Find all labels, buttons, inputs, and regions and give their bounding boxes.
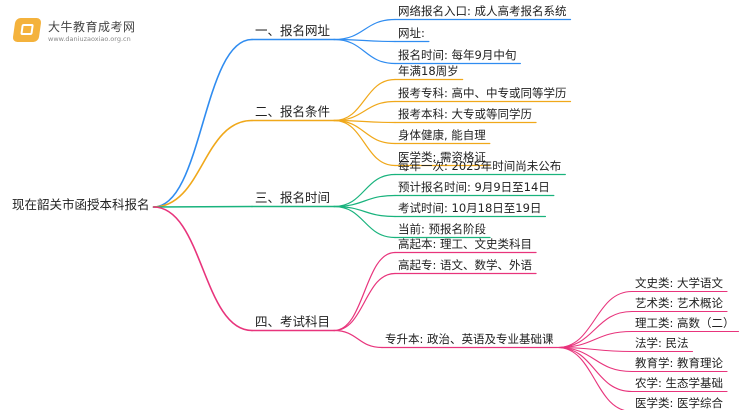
logo-title: 大牛教育成考网 xyxy=(48,20,136,34)
branch-registration-website: 一、报名网址 xyxy=(255,23,331,38)
root-to-branch-link xyxy=(152,205,253,208)
leaf-associate-to-bachelor: 专升本: 政治、英语及专业基础课 xyxy=(385,332,554,346)
leaf-once-a-year: 每年一次: 2025年时间尚未公布 xyxy=(398,159,562,173)
leaf-to-subleaf-link xyxy=(556,346,633,373)
leaf-age-requirement: 年满18周岁 xyxy=(398,64,459,78)
site-logo: 大牛教育成考网 www.daniuzaoxiao.org.cn xyxy=(12,14,164,48)
subleaf-law: 法学: 民法 xyxy=(635,336,689,350)
branch-registration-conditions: 二、报名条件 xyxy=(255,104,331,119)
leaf-to-subleaf-link xyxy=(556,290,633,349)
leaf-undergraduate: 报考本科: 大专或等同学历 xyxy=(398,107,533,121)
leaf-registration-time: 报名时间: 每年9月中旬 xyxy=(398,48,517,62)
branch-to-leaf-link xyxy=(333,329,383,349)
leaf-online-entry: 网络报名入口: 成人高考报名系统 xyxy=(398,4,567,18)
subleaf-liberal-arts: 文史类: 大学语文 xyxy=(635,276,724,290)
root-topic: 现在韶关市函授本科报名 xyxy=(12,197,150,212)
branch-to-leaf-link xyxy=(333,78,396,122)
leaf-exam-time: 考试时间: 10月18日至19日 xyxy=(398,201,542,215)
leaf-health: 身体健康, 能自理 xyxy=(398,128,486,142)
branch-to-leaf-link xyxy=(333,173,396,208)
branch-to-leaf-link xyxy=(333,100,396,122)
leaf-medical-certificate: 医学类: 需资格证 xyxy=(398,150,487,164)
subleaf-arts: 艺术类: 艺术概论 xyxy=(635,296,724,310)
leaf-website-url: 网址: xyxy=(398,26,425,40)
leaf-to-subleaf-link xyxy=(556,330,633,349)
logo-url: www.daniuzaoxiao.org.cn xyxy=(48,35,131,43)
branch-to-leaf-link xyxy=(333,18,396,41)
branch-exam-subjects: 四、考试科目 xyxy=(255,314,331,329)
subleaf-science-engineering: 理工类: 高数（二） xyxy=(635,316,735,330)
branch-to-leaf-link xyxy=(333,205,396,239)
branch-to-leaf-link xyxy=(333,272,396,332)
subleaf-education: 教育学: 教育理论 xyxy=(635,356,724,370)
leaf-junior-college: 报考专科: 高中、中专或同等学历 xyxy=(398,86,567,100)
leaf-current-stage: 当前: 预报名阶段 xyxy=(398,222,487,236)
leaf-to-subleaf-link xyxy=(556,346,633,393)
leaf-high-to-bachelor: 高起本: 理工、文史类科目 xyxy=(398,237,533,251)
branch-to-leaf-link xyxy=(333,38,396,65)
branch-to-leaf-link xyxy=(333,251,396,332)
branch-to-leaf-link xyxy=(333,119,396,145)
leaf-to-subleaf-link xyxy=(556,310,633,349)
leaf-high-to-associate: 高起专: 语文、数学、外语 xyxy=(398,258,533,272)
subleaf-agriculture: 农学: 生态学基础 xyxy=(635,376,724,390)
branch-to-leaf-link xyxy=(333,119,396,167)
subleaf-medicine: 医学类: 医学综合 xyxy=(635,396,724,410)
book-icon xyxy=(12,18,42,42)
leaf-expected-registration: 预计报名时间: 9月9日至14日 xyxy=(398,180,550,194)
branch-to-leaf-link xyxy=(333,194,396,208)
root-to-branch-link xyxy=(152,38,253,208)
leaf-to-subleaf-link xyxy=(556,346,626,410)
root-to-branch-link xyxy=(152,119,253,208)
branch-registration-time: 三、报名时间 xyxy=(255,190,331,205)
root-to-branch-link xyxy=(152,206,253,332)
